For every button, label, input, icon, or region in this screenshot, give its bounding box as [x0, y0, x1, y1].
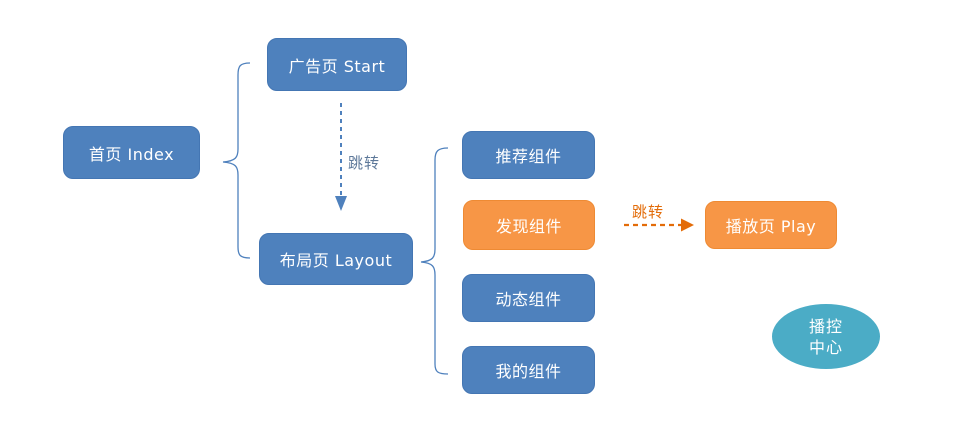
node-play-page: 播放页 Play	[705, 201, 837, 249]
arrowhead-start-to-layout	[335, 196, 347, 211]
edge-label-jump-blue: 跳转	[348, 154, 381, 172]
node-layout-page: 布局页 Layout	[259, 233, 413, 285]
edge-label-jump-orange: 跳转	[632, 203, 665, 221]
playback-center-line2: 中心	[808, 337, 843, 357]
brace-index-children	[222, 62, 251, 259]
node-recommend-component: 推荐组件	[462, 131, 595, 179]
brace-layout-children	[420, 147, 449, 375]
node-ad-start: 广告页 Start	[267, 38, 407, 91]
node-home-index: 首页 Index	[63, 126, 200, 179]
node-playback-control-center: 播控 中心	[772, 304, 880, 369]
playback-center-line1: 播控	[808, 316, 843, 336]
node-discover-component: 发现组件	[463, 200, 595, 250]
node-dynamic-component: 动态组件	[462, 274, 595, 322]
arrowhead-discover-to-play	[681, 218, 694, 232]
node-my-component: 我的组件	[462, 346, 595, 394]
